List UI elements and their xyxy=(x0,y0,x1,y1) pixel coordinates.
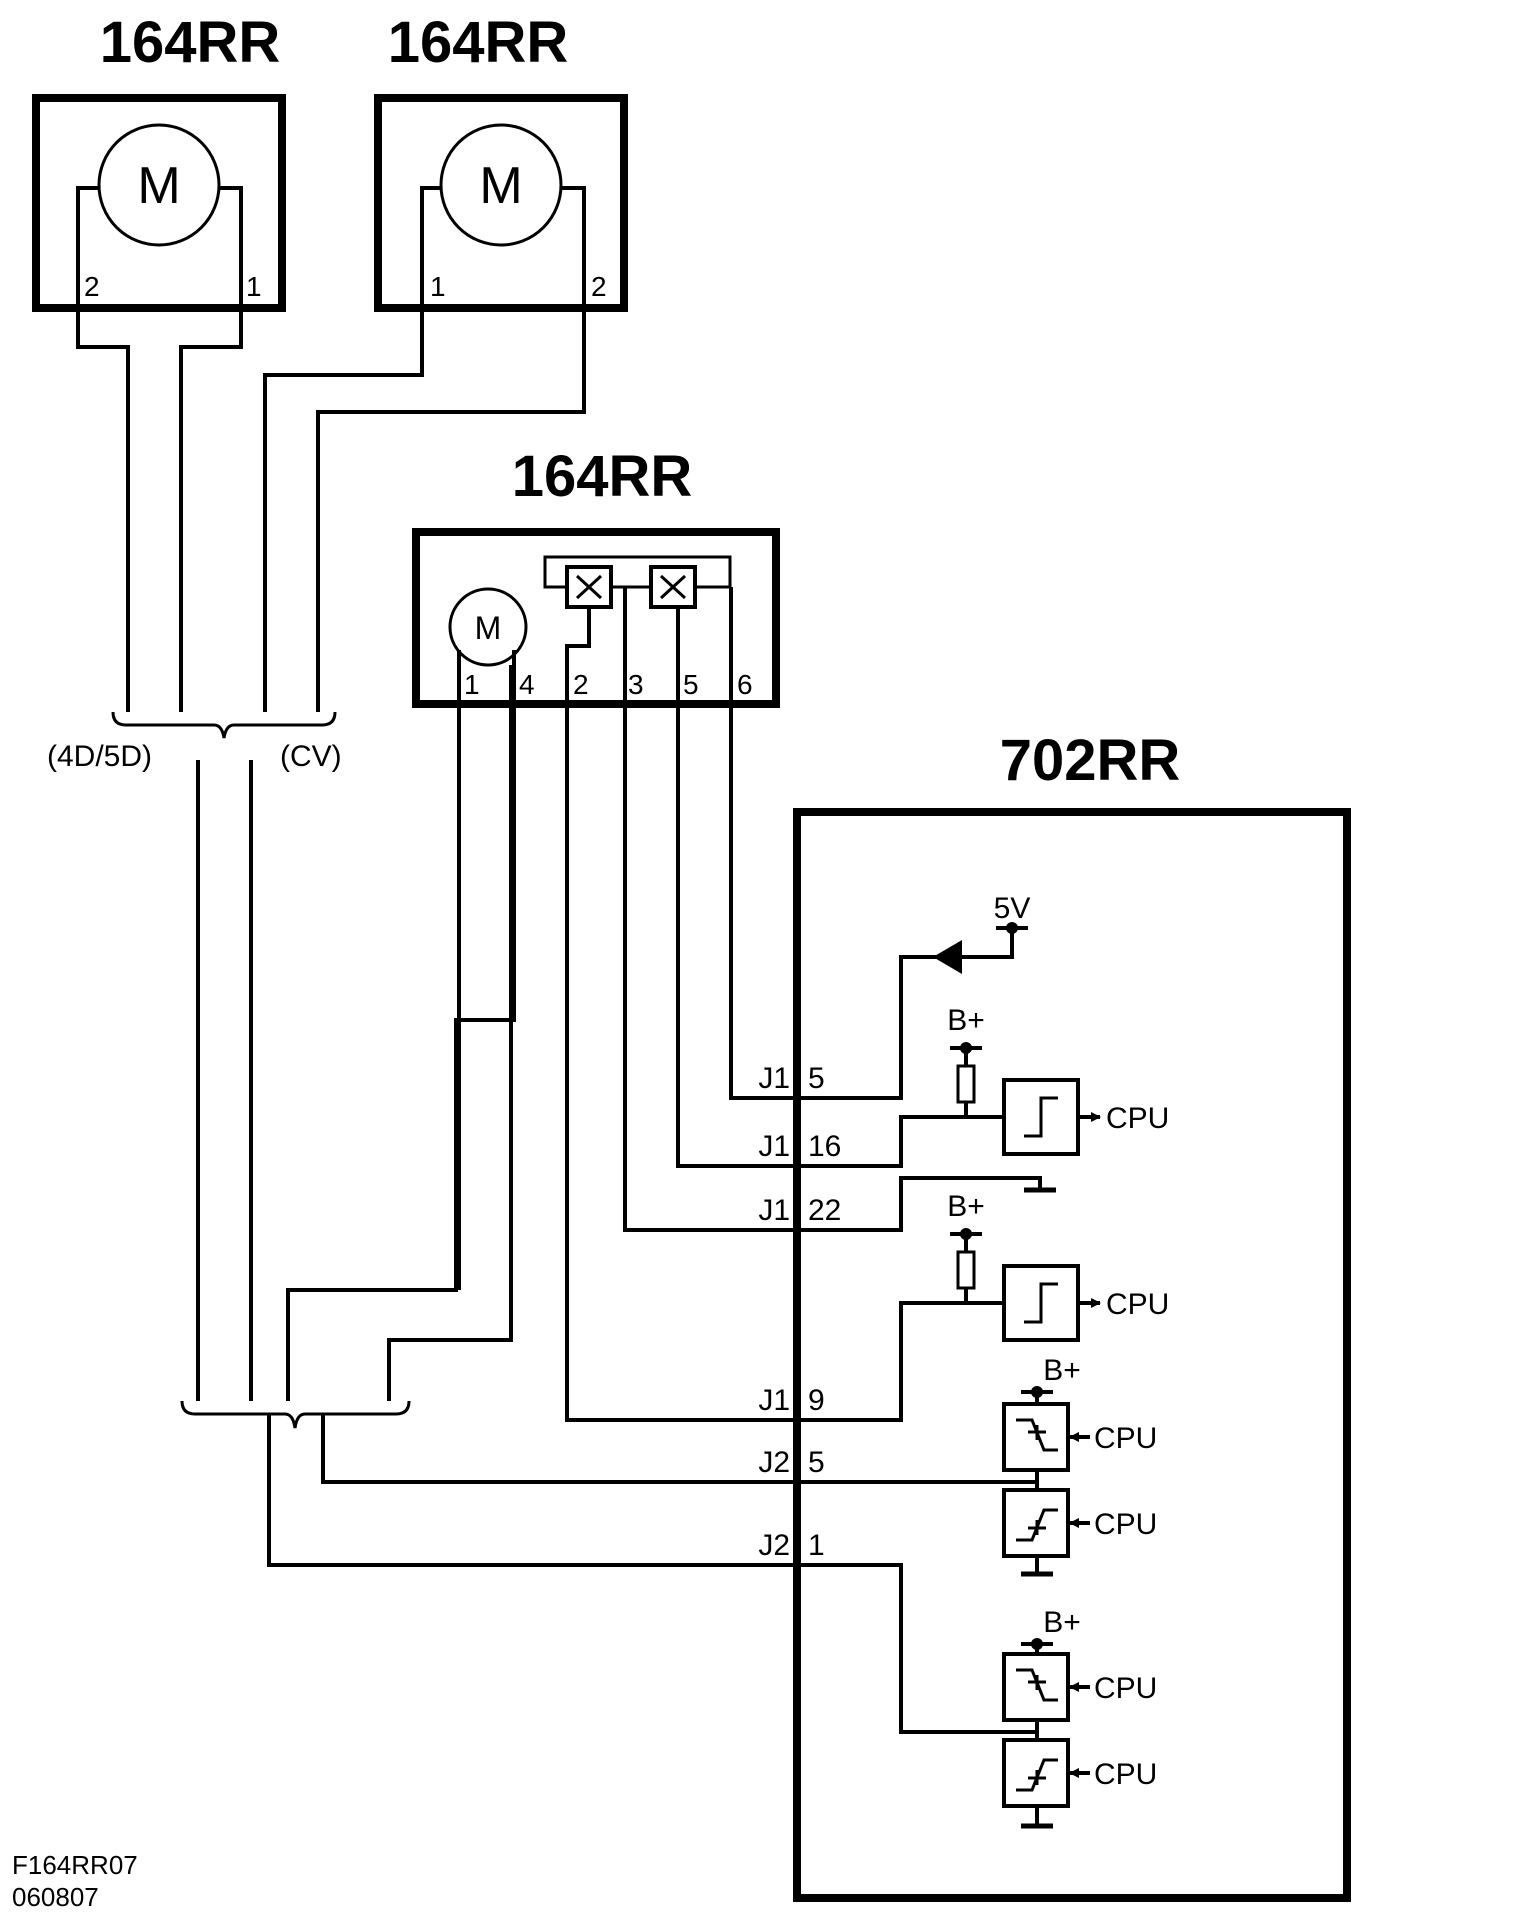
actuator-title: 164RR xyxy=(512,444,693,509)
motor-b: 164RR M 1 2 xyxy=(263,10,628,712)
bplus-label-3: B+ xyxy=(1043,1354,1081,1387)
comparator-2: B+ CPU xyxy=(947,1190,1169,1342)
connector-0-pin: 5 xyxy=(808,1062,825,1095)
actuator-motor-symbol xyxy=(448,587,528,667)
motor-a-title: 164RR xyxy=(100,10,281,75)
connector-5-pin: 1 xyxy=(808,1529,825,1562)
cpu-label-3: CPU xyxy=(1094,1422,1157,1455)
motor-a-label: M xyxy=(137,157,180,215)
actuator: 164RR M 1 4 2 3 5 6 xyxy=(412,444,780,708)
module-title: 702RR xyxy=(1000,728,1181,793)
half-bridge-2: B+ CPU CPU xyxy=(1002,1606,1157,1829)
motor-b-pin-right: 2 xyxy=(591,271,607,302)
ground-j1-22 xyxy=(899,1176,1056,1230)
actuator-pin-2: 2 xyxy=(573,669,589,700)
low-side-switch-1 xyxy=(1002,1488,1070,1558)
connector-3-name: J1 xyxy=(758,1384,790,1417)
motor-a: 164RR M 2 1 xyxy=(32,10,286,712)
actuator-housing xyxy=(412,528,780,708)
actuator-motor-label: M xyxy=(475,610,502,646)
bplus-label-2: B+ xyxy=(947,1190,985,1223)
comparator-1: B+ CPU xyxy=(947,1004,1169,1156)
connector-labels: J1 5 J1 16 J1 22 J1 9 J2 5 J2 1 xyxy=(758,1062,841,1562)
cpu-label-1: CPU xyxy=(1106,1102,1169,1135)
figure-code: F164RR07 xyxy=(12,1850,138,1880)
actuator-pin-5: 5 xyxy=(683,669,699,700)
bplus-label-1: B+ xyxy=(947,1004,985,1037)
connector-5-name: J2 xyxy=(758,1529,790,1562)
motor-a-symbol xyxy=(97,123,221,247)
actuator-pin-4: 4 xyxy=(519,669,535,700)
motor-a-pin-right: 1 xyxy=(246,271,262,302)
bplus-label-4: B+ xyxy=(1043,1606,1081,1639)
connector-4-pin: 5 xyxy=(808,1446,825,1479)
lower-splice xyxy=(180,1400,1037,1734)
actuator-pin-6: 6 xyxy=(737,669,753,700)
connector-2-name: J1 xyxy=(758,1194,790,1227)
connector-1-pin: 16 xyxy=(808,1130,841,1163)
cpu-label-6: CPU xyxy=(1094,1758,1157,1791)
connector-1-name: J1 xyxy=(758,1130,790,1163)
connector-2-pin: 22 xyxy=(808,1194,841,1227)
actuator-pin-1: 1 xyxy=(464,669,480,700)
branch-label-right: (CV) xyxy=(280,740,342,773)
motor-b-label: M xyxy=(479,157,522,215)
motor-a-housing xyxy=(32,94,286,312)
figure-date: 060807 xyxy=(12,1882,99,1912)
motor-b-pin-left: 1 xyxy=(430,271,446,302)
supply-5v: 5V xyxy=(901,892,1030,974)
motor-b-housing xyxy=(374,94,628,312)
half-bridge-1: B+ CPU CPU xyxy=(1002,1354,1157,1577)
upper-splice: (4D/5D) (CV) xyxy=(47,711,342,773)
module-housing xyxy=(793,808,1351,1902)
module-702rr: 702RR xyxy=(793,728,1351,1902)
cpu-label-5: CPU xyxy=(1094,1672,1157,1705)
actuator-pin-3: 3 xyxy=(628,669,644,700)
supply-5v-label: 5V xyxy=(994,892,1031,925)
connector-3-pin: 9 xyxy=(808,1384,825,1417)
cpu-label-2: CPU xyxy=(1106,1288,1169,1321)
motor-b-symbol xyxy=(439,123,563,247)
cpu-label-4: CPU xyxy=(1094,1508,1157,1541)
connector-0-name: J1 xyxy=(758,1062,790,1095)
connector-4-name: J2 xyxy=(758,1446,790,1479)
motor-b-title: 164RR xyxy=(388,10,569,75)
branch-label-left: (4D/5D) xyxy=(47,740,152,773)
motor-a-pin-left: 2 xyxy=(84,271,100,302)
